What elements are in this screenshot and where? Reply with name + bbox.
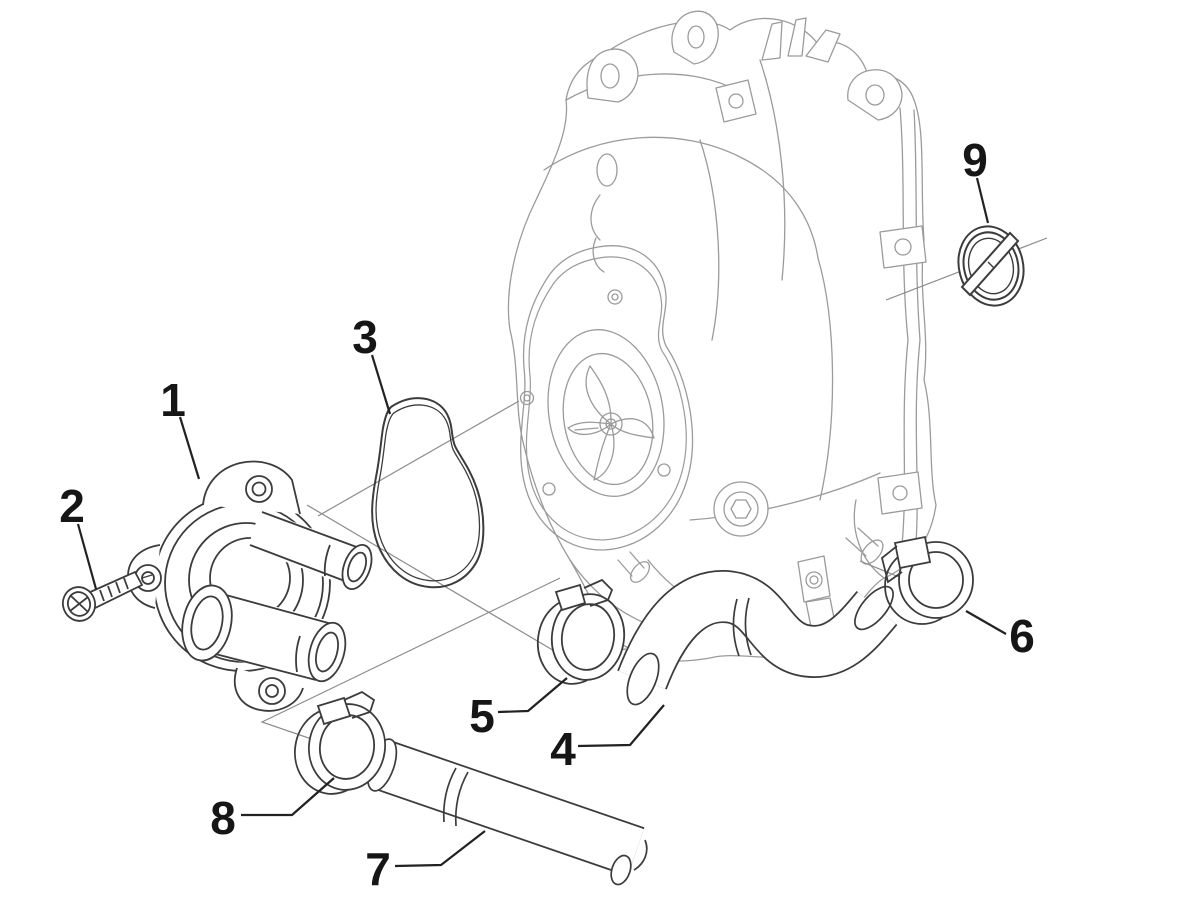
hose-inner [618, 571, 897, 690]
hose-cut-edge [633, 839, 648, 871]
callout-label-1: 1 [160, 374, 186, 426]
alignment-line-diagonal [306, 504, 557, 653]
callout-label-2: 2 [59, 480, 85, 532]
leader-4 [577, 704, 665, 748]
clamp-screw-block [893, 535, 932, 570]
engine-cover [507, 10, 937, 662]
hose-clamp-6 [880, 535, 974, 625]
callout-label-9: 9 [962, 134, 988, 186]
clamp6-axis-line [859, 560, 900, 578]
leader-3 [370, 354, 392, 415]
straight-hose [366, 738, 648, 886]
phillips-cross [69, 595, 89, 613]
pump-lower-pipe [181, 584, 347, 684]
hex-bolt-boss [713, 481, 769, 537]
elbow-hose [617, 570, 898, 706]
hose-rib-ring [732, 598, 740, 657]
hose-rib-ring [454, 771, 469, 827]
alignment-line-pump-to-hole [317, 400, 520, 517]
callout-label-8: 8 [210, 792, 236, 844]
leader-6 [965, 610, 1007, 635]
gasket-outer [371, 397, 485, 589]
clamp-tab [343, 690, 376, 719]
clamp-tab [583, 578, 614, 607]
cover-ribs [543, 59, 885, 637]
leader-9 [975, 177, 990, 224]
leader-7 [394, 830, 486, 868]
hose-end-face-right [854, 585, 894, 631]
leader-1 [178, 416, 201, 480]
cap-slot-step [987, 261, 995, 269]
callout-label-3: 3 [352, 311, 378, 363]
cover-right-bracket [877, 107, 927, 546]
cover-top-lugs [586, 10, 903, 123]
hose-rib-ring [442, 767, 457, 823]
hose-clamp-8 [293, 690, 387, 795]
callout-labels: 1 2 3 4 5 6 7 8 9 [59, 134, 1035, 895]
clamp-ring-inner [908, 551, 964, 609]
inspection-cap [957, 225, 1025, 307]
leader-8 [241, 777, 335, 817]
clamp-screw-block [316, 696, 352, 726]
callout-label-4: 4 [550, 723, 576, 775]
gasket-inner [375, 404, 481, 582]
hose-inner [372, 741, 644, 875]
callout-label-6: 6 [1009, 610, 1035, 662]
water-pump-assembly [127, 460, 373, 712]
cap-mid-rim [962, 231, 1020, 301]
hose-rib-ring [744, 597, 752, 656]
leader-2 [76, 523, 98, 590]
screw-tip-line [141, 574, 153, 579]
clamp-tab [880, 545, 903, 584]
mounting-screw [61, 570, 153, 622]
cover-pump-flange [519, 245, 694, 551]
clamp-ring-inner [318, 714, 376, 780]
callout-label-7: 7 [365, 843, 391, 895]
hose-end-face-left [626, 652, 660, 706]
callout-leaders [76, 177, 1007, 868]
leader-5 [497, 677, 568, 714]
clamp-screw-block [554, 583, 587, 612]
hose-clamp-5 [536, 578, 626, 685]
o-ring-gasket [371, 397, 485, 589]
impeller [547, 329, 665, 497]
pump-upper-pipe [248, 510, 373, 590]
hose-mouth [610, 854, 632, 886]
cap-inner-rim [967, 237, 1015, 295]
callout-label-5: 5 [469, 690, 495, 742]
